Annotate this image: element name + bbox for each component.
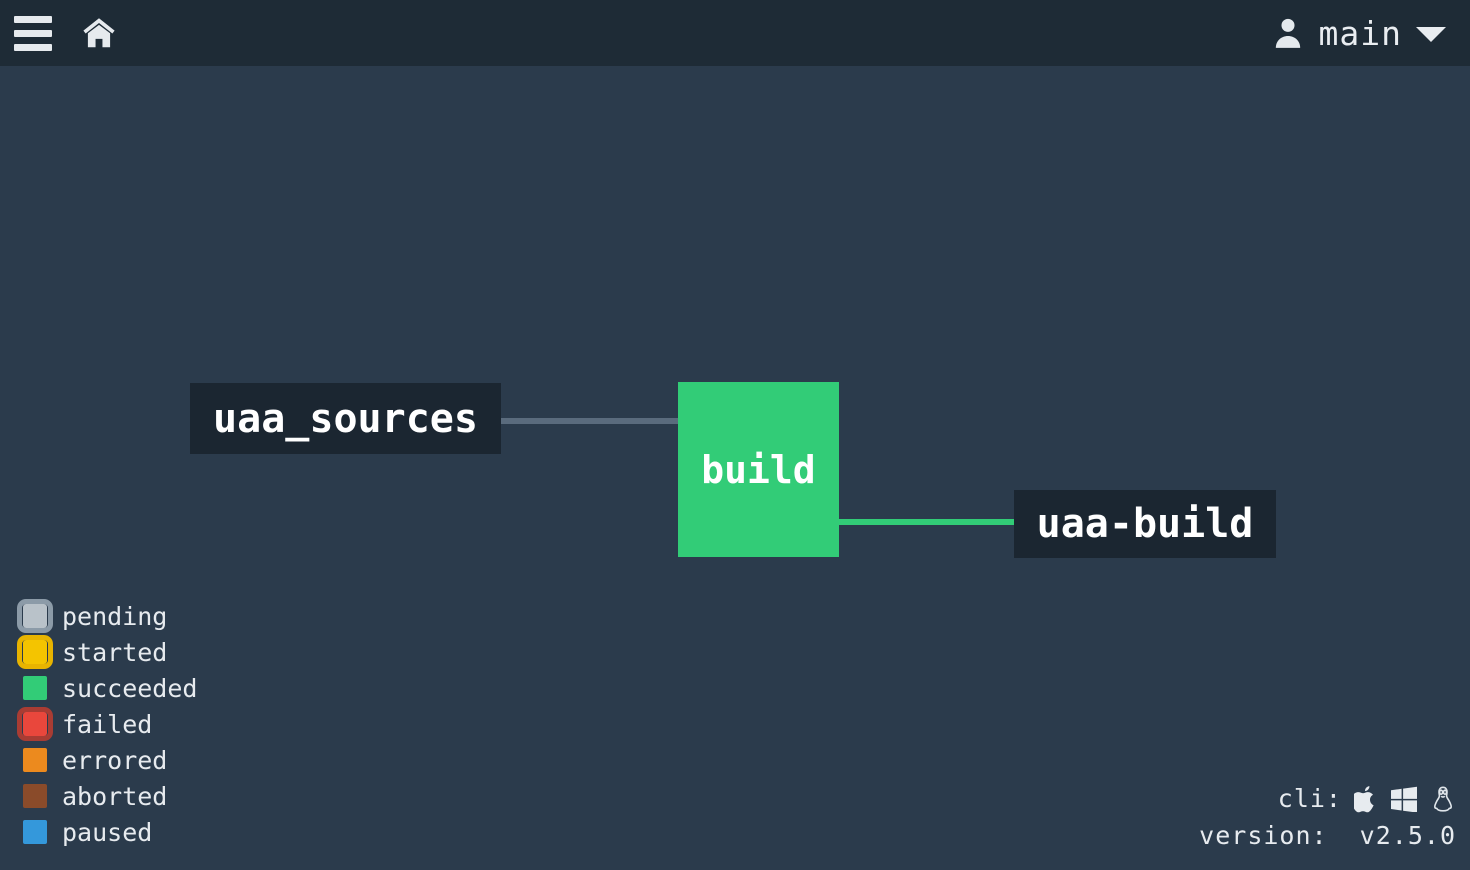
legend-item-failed: failed [12,706,152,742]
legend-swatch-succeeded [12,670,58,706]
legend-chip-succeeded [23,676,47,700]
linux-icon[interactable] [1430,785,1456,813]
legend-ring-failed [17,707,53,741]
node-label-uaa_sources: uaa_sources [213,395,478,442]
legend-item-pending: pending [12,598,167,634]
legend-chip-errored [23,748,47,772]
person-icon [1275,18,1300,48]
legend-ring-pending [17,599,53,633]
version-label: version: v2.5.0 [1199,821,1456,850]
legend-swatch-errored [12,742,58,778]
cli-download-row: cli: [1199,784,1456,813]
legend-chip-paused [23,820,47,844]
legend-item-aborted: aborted [12,778,167,814]
legend-swatch-failed [12,706,58,742]
legend-label-pending: pending [62,601,168,631]
legend-chip-aborted [23,784,47,808]
legend-chip-pending [23,604,47,628]
user-menu-button[interactable]: main [1271,0,1452,66]
footer-info: cli: [1199,784,1456,850]
sidebar-toggle-button[interactable] [0,0,66,66]
legend-chip-failed [23,712,47,736]
user-name-label: main [1318,13,1402,53]
legend-item-started: started [12,634,167,670]
legend-swatch-paused [12,814,58,850]
home-button[interactable] [66,0,132,66]
pipeline-edge-uaa_sources-to-build [501,418,678,424]
legend-item-errored: errored [12,742,167,778]
pipeline-node-uaa-build[interactable]: uaa-build [1014,490,1276,558]
home-icon [83,18,115,48]
cli-label: cli: [1277,784,1342,813]
legend-item-paused: paused [12,814,152,850]
windows-icon[interactable] [1390,786,1418,812]
legend-label-started: started [62,637,168,667]
hamburger-icon [14,15,52,51]
legend-swatch-aborted [12,778,58,814]
pipeline-edge-build-to-uaa-build [839,519,1014,525]
pipeline-node-uaa_sources[interactable]: uaa_sources [190,383,501,454]
legend-label-aborted: aborted [62,781,168,811]
node-label-uaa-build: uaa-build [1036,501,1254,547]
legend-chip-started [23,640,47,664]
top-navigation-bar: main [0,0,1470,66]
legend-label-failed: failed [62,709,153,739]
legend-item-succeeded: succeeded [12,670,197,706]
legend-ring-started [17,635,53,669]
node-label-build: build [701,447,816,492]
apple-icon[interactable] [1354,785,1378,813]
pipeline-node-build[interactable]: build [678,382,839,557]
legend-swatch-started [12,634,58,670]
legend-label-errored: errored [62,745,168,775]
legend-label-succeeded: succeeded [62,673,198,703]
legend-label-paused: paused [62,817,153,847]
chevron-down-icon [1416,27,1446,42]
legend-swatch-pending [12,598,58,634]
